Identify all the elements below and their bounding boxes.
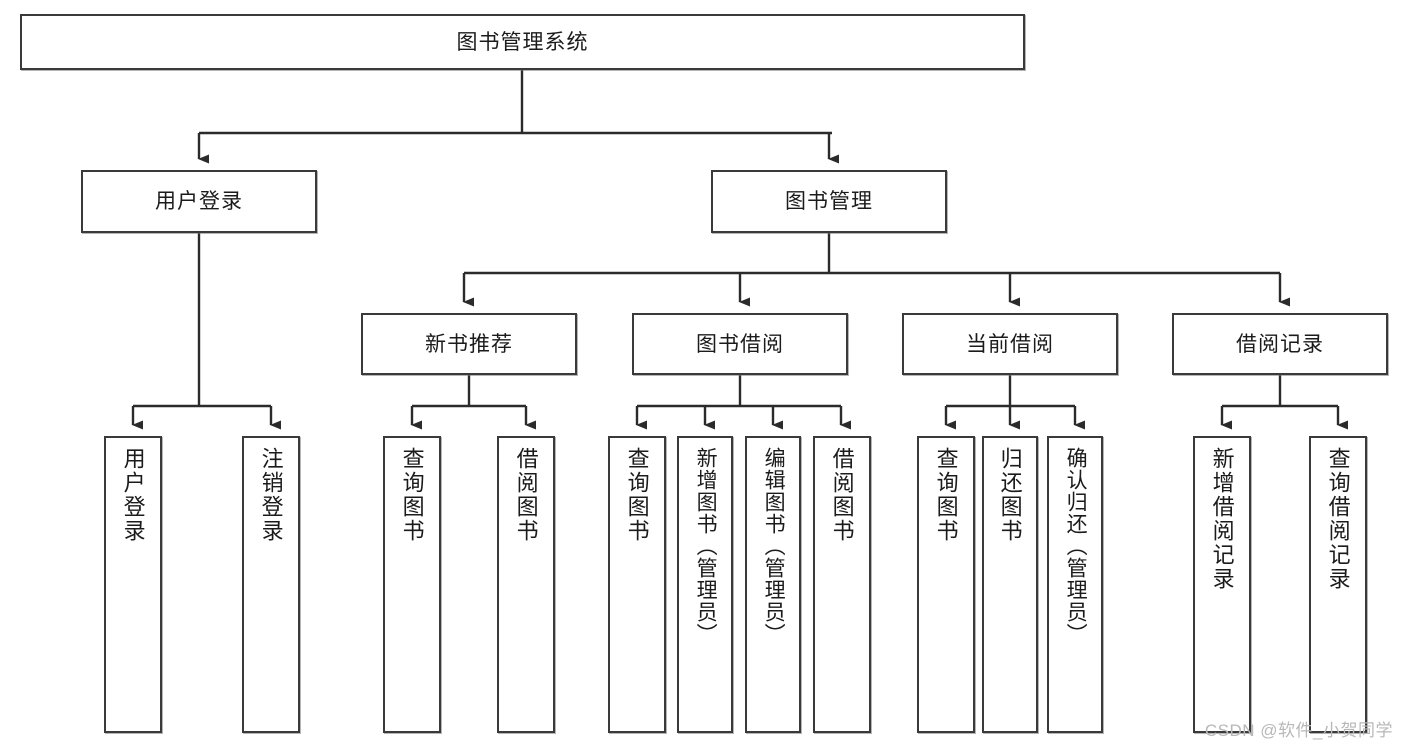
node-leaf-borrow-borrow-book[interactable]: 借阅图书 <box>813 436 871 733</box>
node-root-system[interactable]: 图书管理系统 <box>20 14 1025 70</box>
node-leaf-rec-query-book[interactable]: 查询图书 <box>383 436 441 733</box>
node-label: 借阅记录 <box>1236 332 1324 356</box>
node-leaf-cur-return-book[interactable]: 归还图书 <box>982 436 1038 733</box>
node-leaf-user-login[interactable]: 用户登录 <box>104 436 162 733</box>
node-leaf-rec-add-record[interactable]: 新增借阅记录 <box>1193 436 1251 733</box>
node-label: 借阅图书 <box>513 447 539 543</box>
node-label: 确认归还（管理员） <box>1064 447 1088 645</box>
node-leaf-user-logout[interactable]: 注销登录 <box>242 436 300 733</box>
node-label: 注销登录 <box>258 447 284 543</box>
node-user-login[interactable]: 用户登录 <box>81 170 317 233</box>
node-leaf-borrow-query-book[interactable]: 查询图书 <box>608 436 666 733</box>
node-leaf-rec-borrow-book[interactable]: 借阅图书 <box>497 436 555 733</box>
node-book-manage[interactable]: 图书管理 <box>711 170 947 233</box>
node-leaf-borrow-add-book[interactable]: 新增图书（管理员） <box>677 436 733 733</box>
node-label: 归还图书 <box>997 447 1023 543</box>
node-label: 图书借阅 <box>696 332 784 356</box>
node-label: 用户登录 <box>155 190 243 213</box>
node-leaf-cur-query-book[interactable]: 查询图书 <box>917 436 975 733</box>
node-new-book-recommend[interactable]: 新书推荐 <box>361 313 577 375</box>
node-leaf-cur-confirm-return[interactable]: 确认归还（管理员） <box>1047 436 1103 733</box>
node-label: 当前借阅 <box>966 332 1054 356</box>
node-label: 图书管理 <box>785 190 873 213</box>
csdn-watermark: CSDN @软件_小贺同学 <box>1204 721 1393 740</box>
node-label: 查询图书 <box>933 447 959 543</box>
node-label: 新增图书（管理员） <box>694 447 718 645</box>
node-leaf-rec-query-record[interactable]: 查询借阅记录 <box>1309 436 1367 733</box>
node-label: 查询借阅记录 <box>1325 447 1351 591</box>
node-leaf-borrow-edit-book[interactable]: 编辑图书（管理员） <box>745 436 801 733</box>
node-label: 借阅图书 <box>829 447 855 543</box>
node-label: 新书推荐 <box>425 332 513 356</box>
node-label: 用户登录 <box>120 447 146 543</box>
node-current-borrow[interactable]: 当前借阅 <box>902 313 1118 375</box>
node-label: 图书管理系统 <box>456 30 589 54</box>
node-label: 新增借阅记录 <box>1209 447 1235 591</box>
node-borrow-record[interactable]: 借阅记录 <box>1172 313 1388 375</box>
node-label: 查询图书 <box>624 447 650 543</box>
node-label: 查询图书 <box>399 447 425 543</box>
node-label: 编辑图书（管理员） <box>762 447 786 645</box>
node-book-borrow[interactable]: 图书借阅 <box>632 313 848 375</box>
